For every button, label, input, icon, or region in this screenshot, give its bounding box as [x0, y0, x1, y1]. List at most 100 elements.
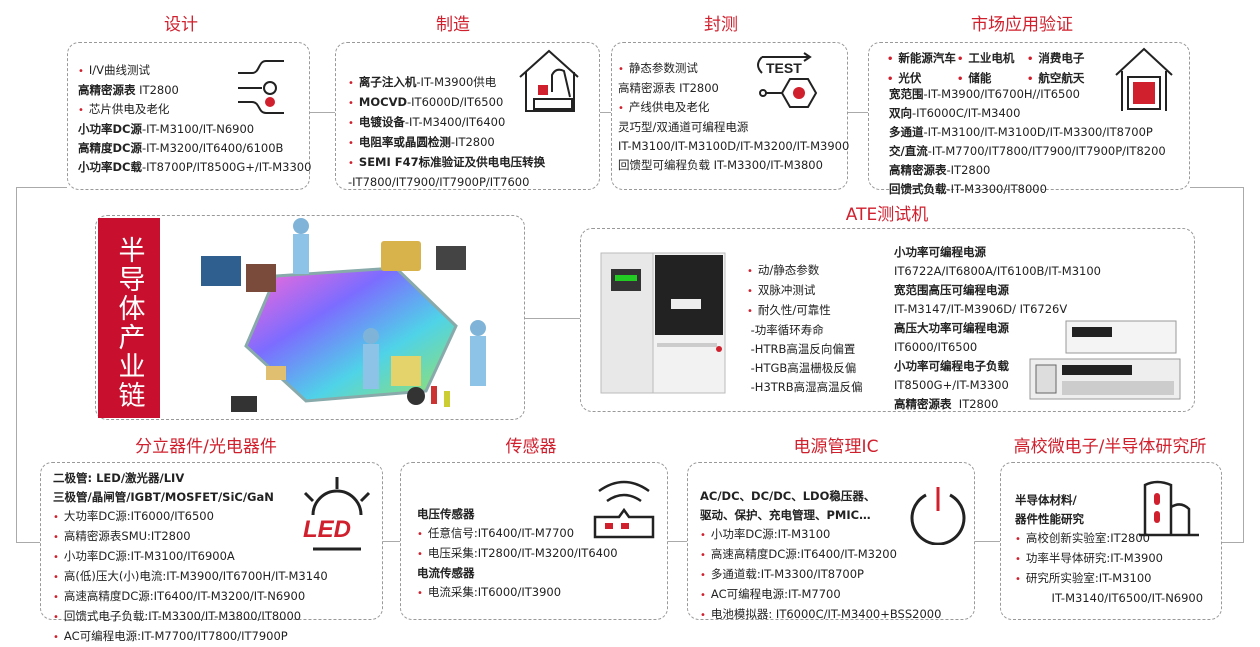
bullet-icon: •: [1015, 554, 1021, 565]
text-list: •动/静态参数•双脉冲测试•耐久性/可靠性 -功率循环寿命 -HTRB高温反向偏…: [747, 261, 863, 397]
market-box: •新能源汽车•工业电机•消费电子•光伏•储能•航空航天 宽范围-IT-M3900…: [868, 42, 1190, 196]
item-bold-text: 小功率可编程电子负载: [894, 359, 1009, 373]
list-item: IT-M3100/IT-M3100D/IT-M3200/IT-M3900: [618, 137, 849, 156]
list-item: •电镀设备-IT-M3400/IT6400: [348, 113, 545, 133]
market-tag: • 光伏: [887, 69, 957, 89]
market-tag: •航空航天: [1027, 69, 1107, 89]
market-tag: •消费电子: [1027, 49, 1107, 69]
list-item: •任意信号:IT6400/IT-M7700: [417, 524, 618, 544]
list-item: •多通道载:IT-M3300/IT8700P: [700, 565, 941, 585]
item-bold-text: 回馈式负载: [889, 182, 947, 196]
bullet-icon: •: [1015, 534, 1021, 545]
market-tag-label: 储能: [968, 71, 992, 85]
bullet-icon: •: [53, 532, 59, 543]
bullet-icon: •: [348, 138, 354, 149]
connector-line: [848, 112, 868, 113]
factory-icon: [519, 49, 579, 112]
list-item: 高精密源表-IT2800: [889, 161, 1166, 180]
list-item: 交/直流-IT-M7700/IT7800/IT7900/IT7900P/IT82…: [889, 142, 1166, 161]
list-item: AC/DC、DC/DC、LDO稳压器、: [700, 487, 941, 506]
item-text: AC可编程电源:IT-M7700/IT7800/IT7900P: [63, 629, 288, 643]
bullet-icon: •: [417, 549, 423, 560]
bullet-icon: •: [747, 266, 753, 277]
market-tag: •储能: [957, 69, 1027, 89]
bullet-icon: •: [53, 512, 59, 523]
list-item: 二极管: LED/激光器/LIV: [53, 469, 328, 488]
list-item: 回馈式负载-IT-M3300/IT8000: [889, 180, 1166, 199]
bullet-icon: •: [887, 74, 894, 85]
item-text: 任意信号:IT6400/IT-M7700: [427, 526, 575, 540]
item-text: IT-M3100/IT-M3100D/IT-M3200/IT-M3900: [618, 139, 850, 153]
manufacturing-box: •离子注入机-IT-M3900供电•MOCVD-IT6000D/IT6500•电…: [335, 42, 600, 190]
connector-line: [600, 112, 611, 113]
item-text: IT-M3147/IT-M3906D/ IT6726V: [894, 302, 1068, 316]
item-text: -IT-M3200/IT6400/6100B: [142, 141, 284, 155]
item-bold-text: MOCVD: [358, 95, 408, 109]
list-item: 小功率DC载-IT8700P/IT8500G+/IT-M3300: [78, 158, 311, 177]
item-text: 小功率DC源:IT-M3100: [710, 527, 831, 541]
list-item: •高速高精度DC源:IT6400/IT-M3200: [700, 545, 941, 565]
list-item: 小功率DC源-IT-M3100/IT-N6900: [78, 120, 311, 139]
bullet-icon: •: [348, 158, 354, 169]
text-list: •离子注入机-IT-M3900供电•MOCVD-IT6000D/IT6500•电…: [348, 73, 545, 192]
list-item: 高压大功率可编程电源: [894, 319, 1101, 338]
item-bold-text: 宽范围: [889, 87, 924, 101]
connector-line: [525, 318, 580, 319]
bullet-icon: •: [700, 590, 706, 601]
list-item: IT8500G+/IT-M3300: [894, 376, 1101, 395]
section-title-market: 市场应用验证: [971, 15, 1073, 35]
text-list: •I/V曲线测试高精密源表 IT2800•芯片供电及老化小功率DC源-IT-M3…: [78, 61, 311, 177]
list-item: •动/静态参数: [747, 261, 863, 281]
text-list: 电压传感器•任意信号:IT6400/IT-M7700•电压采集:IT2800/I…: [417, 505, 618, 603]
bullet-icon: •: [348, 78, 354, 89]
research-box: 半导体材料/器件性能研究•高校创新实验室:IT2800•功率半导体研究:IT-M…: [1000, 462, 1222, 620]
list-item: 灵巧型/双通道可编程电源: [618, 118, 849, 137]
item-text: 高校创新实验室:IT2800: [1025, 531, 1150, 545]
section-title-sensor: 传感器: [505, 437, 557, 457]
item-bold-text: 交/直流: [889, 144, 928, 158]
item-text: IT6722A/IT6800A/IT6100B/IT-M3100: [894, 264, 1101, 278]
connector-line: [383, 541, 400, 542]
market-tag-label: 光伏: [898, 71, 922, 85]
bullet-icon: •: [700, 530, 706, 541]
bullet-icon: •: [78, 105, 84, 116]
list-item: 宽范围高压可编程电源: [894, 281, 1101, 300]
market-tag-label: 工业电机: [968, 51, 1015, 65]
connector-line: [1190, 187, 1243, 188]
list-item: 小功率可编程电源: [894, 243, 1101, 262]
pmic-box: AC/DC、DC/DC、LDO稳压器、驱动、保护、充电管理、PMIC…•小功率D…: [687, 462, 975, 621]
list-item: • 电流采集:IT6000/IT3900: [417, 583, 618, 603]
list-item: 三极管/晶闸管/IGBT/MOSFET/SiC/GaN: [53, 488, 328, 507]
list-item: •电池模拟器: IT6000C/IT-M3400+BSS2000: [700, 605, 941, 625]
bullet-icon: •: [348, 98, 354, 109]
connector-line: [310, 112, 335, 113]
list-item: •电阻率或晶圆检测-IT2800: [348, 133, 545, 153]
list-item: •小功率DC源:IT-M3100/IT6900A: [53, 547, 328, 567]
item-text: -IT-M3300/IT8000: [946, 182, 1047, 196]
item-bold-text: 电镀设备: [358, 115, 405, 129]
item-bold-text: 二极管: LED/激光器/LIV: [53, 471, 185, 485]
connector-line: [16, 187, 17, 543]
item-bold-text: 高精度DC源: [78, 141, 142, 155]
list-item: -HTRB高温反向偏置: [747, 340, 863, 359]
list-item: •耐久性/可靠性: [747, 301, 863, 321]
item-text: -IT8700P/IT8500G+/IT-M3300: [142, 160, 312, 174]
item-text: IT-M3140/IT6500/IT-N6900: [1015, 591, 1204, 605]
bullet-icon: •: [417, 588, 423, 599]
item-bold-text: 小功率DC载: [78, 160, 142, 174]
bullet-icon: •: [1027, 74, 1034, 85]
item-text: 研究所实验室:IT-M3100: [1025, 571, 1152, 585]
connector-line: [668, 541, 687, 542]
bullet-icon: •: [957, 54, 964, 65]
bullet-icon: •: [747, 286, 753, 297]
list-item: • 电压采集:IT2800/IT-M3200/IT6400: [417, 544, 618, 564]
item-text: 电压采集:IT2800/IT-M3200/IT6400: [427, 546, 618, 560]
list-item: •AC可编程电源:IT-M7700/IT7800/IT7900P: [53, 627, 328, 647]
item-text: 芯片供电及老化: [88, 102, 170, 116]
text-list: 小功率可编程电源 IT6722A/IT6800A/IT6100B/IT-M3100…: [894, 243, 1101, 414]
item-text: 电流采集:IT6000/IT3900: [427, 585, 562, 599]
item-text: 小功率DC源:IT-M3100/IT6900A: [63, 549, 235, 563]
item-text: 功率半导体研究:IT-M3900: [1025, 551, 1163, 565]
list-item: •大功率DC源:IT6000/IT6500: [53, 507, 328, 527]
